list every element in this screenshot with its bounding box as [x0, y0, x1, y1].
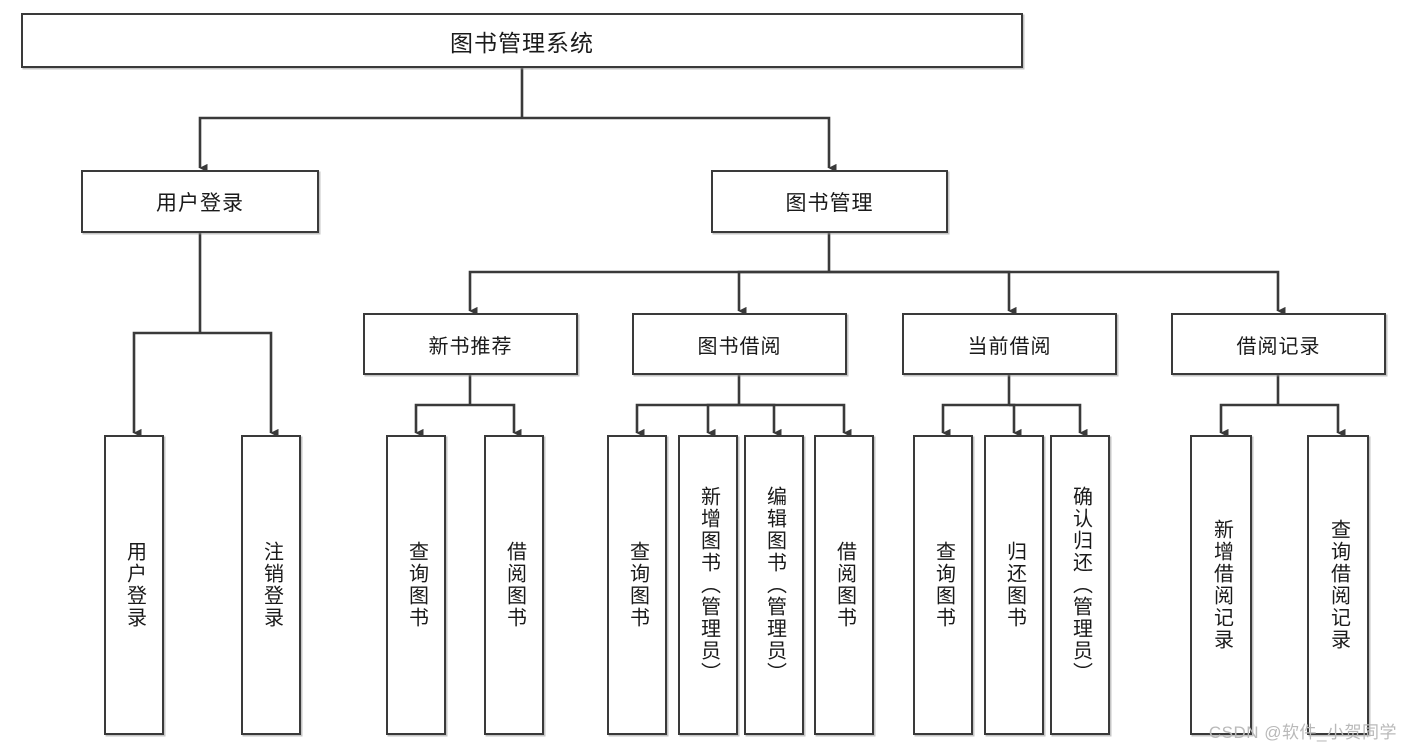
- leaf-node[interactable]: 新增借阅记录: [1190, 435, 1252, 735]
- edge-connector: [829, 270, 1017, 316]
- edge-connector: [739, 403, 852, 438]
- node-label: 借阅图书: [833, 541, 856, 629]
- tree-edges: [132, 68, 1346, 438]
- node-label: 借阅图书: [503, 541, 526, 629]
- level2-node[interactable]: 借阅记录: [1171, 313, 1386, 375]
- edge-connector: [1009, 403, 1022, 438]
- leaf-node[interactable]: 借阅图书: [484, 435, 544, 735]
- edge-connector: [468, 270, 829, 316]
- edge-connector: [1009, 403, 1088, 438]
- leaf-node[interactable]: 借阅图书: [814, 435, 874, 735]
- leaf-node[interactable]: 用户登录: [104, 435, 164, 735]
- node-label: 编辑图书（管理员）: [763, 486, 786, 684]
- level2-node[interactable]: 图书借阅: [632, 313, 847, 375]
- root-node[interactable]: 图书管理系统: [21, 13, 1023, 68]
- node-label: 注销登录: [260, 541, 283, 629]
- leaf-node[interactable]: 注销登录: [241, 435, 301, 735]
- leaf-node[interactable]: 查询图书: [913, 435, 973, 735]
- edge-connector: [414, 403, 470, 438]
- edge-connector: [737, 270, 829, 316]
- leaf-node[interactable]: 归还图书: [984, 435, 1044, 735]
- leaf-node[interactable]: 查询图书: [607, 435, 667, 735]
- edge-connector: [941, 403, 1009, 438]
- edge-connector: [132, 331, 200, 438]
- level2-node[interactable]: 新书推荐: [363, 313, 578, 375]
- leaf-node[interactable]: 查询借阅记录: [1307, 435, 1369, 735]
- edge-connector: [829, 270, 1286, 316]
- node-label: 新增图书（管理员）: [697, 486, 720, 684]
- edge-connector: [739, 403, 782, 438]
- edge-connector: [200, 331, 279, 438]
- node-label: 图书借阅: [697, 335, 782, 358]
- node-label: 归还图书: [1003, 541, 1026, 629]
- edge-connector: [1278, 403, 1346, 438]
- edge-connector: [522, 116, 837, 173]
- edge-connector: [635, 403, 739, 438]
- node-label: 新增借阅记录: [1210, 519, 1233, 651]
- node-label: 查询图书: [626, 541, 649, 629]
- node-label: 图书管理: [785, 191, 874, 215]
- leaf-node[interactable]: 查询图书: [386, 435, 446, 735]
- leaf-node[interactable]: 新增图书（管理员）: [678, 435, 738, 735]
- level2-node[interactable]: 当前借阅: [902, 313, 1117, 375]
- node-label: 新书推荐: [428, 335, 513, 358]
- node-label: 查询图书: [405, 541, 428, 629]
- edge-connector: [706, 403, 739, 438]
- edge-connector: [1219, 403, 1278, 438]
- node-label: 当前借阅: [967, 335, 1052, 358]
- csdn-watermark: CSDN @软件_小贺同学: [1208, 723, 1397, 742]
- leaf-node[interactable]: 编辑图书（管理员）: [744, 435, 804, 735]
- node-label: 图书管理系统: [450, 29, 594, 56]
- leaf-node[interactable]: 确认归还（管理员）: [1050, 435, 1110, 735]
- node-label: 查询借阅记录: [1327, 519, 1350, 651]
- node-label: 用户登录: [123, 541, 146, 629]
- edge-connector: [198, 116, 522, 173]
- node-label: 确认归还（管理员）: [1069, 486, 1092, 684]
- node-label: 用户登录: [156, 191, 244, 215]
- level1-node[interactable]: 用户登录: [81, 170, 319, 233]
- edge-connector: [470, 403, 522, 438]
- level1-node[interactable]: 图书管理: [711, 170, 948, 233]
- node-label: 借阅记录: [1236, 335, 1321, 358]
- node-label: 查询图书: [932, 541, 955, 629]
